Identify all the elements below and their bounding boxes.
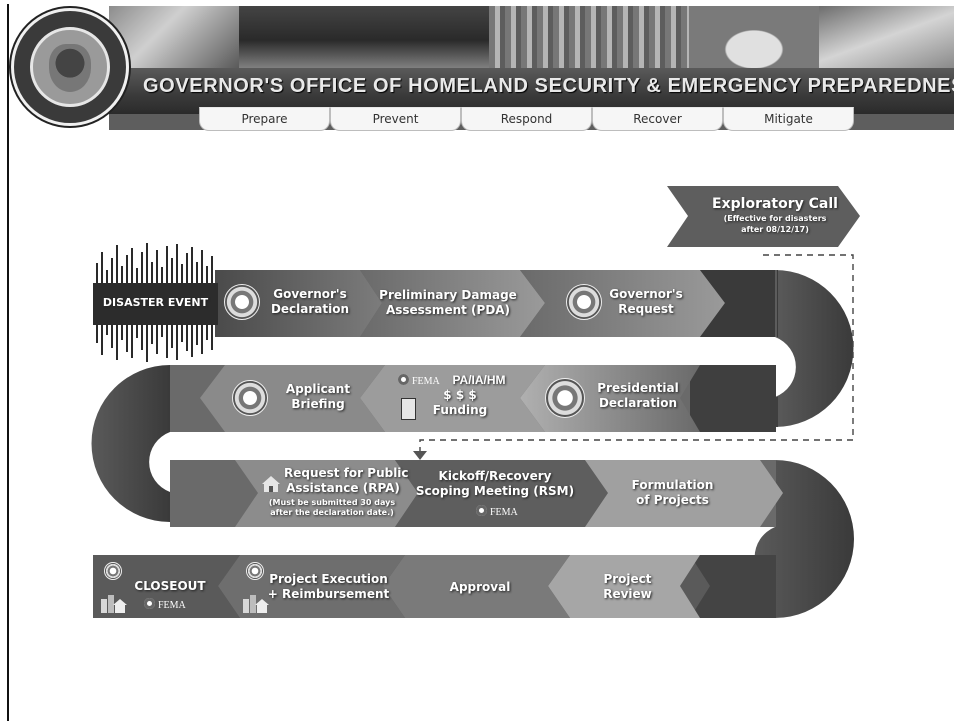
exploratory-call-note-2: after 08/12/17) — [741, 225, 809, 234]
tab-prevent[interactable]: Prevent — [330, 107, 461, 131]
exploratory-call-title: Exploratory Call — [712, 196, 838, 212]
closeout-label: CLOSEOUT — [134, 579, 206, 593]
fema-seal-icon — [476, 505, 487, 516]
grant-document-icon — [401, 398, 416, 420]
buildings-icon — [243, 595, 269, 613]
disaster-event-box — [93, 283, 218, 325]
funding-programs: PA/IA/HM — [452, 373, 506, 387]
approval-label: Approval — [449, 580, 511, 594]
row4-seg-closeout — [93, 555, 240, 618]
seal-inner-ring — [30, 27, 110, 107]
pelican-emblem-icon — [49, 44, 91, 92]
rsm-line1: Kickoff/Recovery — [438, 469, 552, 483]
pda-line2: Assessment (PDA) — [385, 303, 511, 317]
disaster-event-label: DISASTER EVENT — [102, 296, 209, 309]
house-icon — [262, 476, 280, 492]
row4-seg-project-review — [548, 555, 700, 618]
fema-label: FEMA — [158, 600, 186, 611]
project-execution-line1: Project Execution — [269, 572, 388, 586]
row4-seg-approval — [383, 555, 570, 618]
photo-strip — [109, 6, 954, 68]
photo-operations-center — [489, 6, 689, 68]
title-bar: GOVERNOR'S OFFICE OF HOMELAND SECURITY &… — [109, 68, 954, 114]
governors-declaration-line2: Declaration — [270, 302, 350, 316]
exploratory-dashed-path — [419, 254, 854, 452]
photo-superdome — [689, 6, 819, 68]
photo-refinery — [239, 6, 489, 68]
rsm-fema-badge: FEMA — [476, 505, 518, 518]
formulation-line2: of Projects — [636, 493, 709, 507]
rpa-line1: Request for Public — [284, 466, 409, 480]
rsm-line2: Scoping Meeting (RSM) — [415, 484, 575, 498]
row3-seg-rsm — [395, 460, 608, 527]
applicant-briefing-line1: Applicant — [285, 382, 351, 396]
bend-right-1 — [775, 270, 854, 427]
rpa-note-line1: (Must be submitted 30 days — [268, 498, 396, 507]
governor-seal-icon — [224, 284, 260, 320]
louisiana-seal-icon[interactable] — [11, 8, 129, 126]
fema-label: FEMA — [490, 507, 518, 518]
closeout-seal-icon — [104, 562, 122, 580]
pda-line1: Preliminary Damage — [379, 288, 517, 302]
row1-seg-pda — [360, 270, 545, 337]
governors-request-line2: Request — [618, 302, 674, 316]
row4-seg-end-right — [690, 555, 776, 618]
row1-seg-governors-request — [520, 270, 725, 337]
nav-tabs: Prepare Prevent Respond Recover Mitigate — [199, 107, 854, 131]
tab-prepare[interactable]: Prepare — [199, 107, 330, 131]
tab-respond[interactable]: Respond — [461, 107, 592, 131]
gohsep-seal-icon — [232, 380, 268, 416]
closeout-fema-badge: FEMA — [144, 598, 186, 611]
row1-seg-end — [700, 270, 775, 337]
row3-seg-rpa — [235, 460, 418, 527]
rpa-note-line2: after the declaration date.) — [270, 508, 394, 517]
left-border — [7, 4, 9, 721]
gohsep-seal-small-icon — [246, 562, 264, 580]
funding-label: Funding — [432, 403, 488, 417]
page-title: GOVERNOR'S OFFICE OF HOMELAND SECURITY &… — [143, 75, 954, 97]
governor-seal-request-icon — [566, 284, 602, 320]
fema-seal-icon — [144, 598, 155, 609]
fema-seal-icon — [398, 374, 409, 385]
presidential-declaration-line1: Presidential — [597, 381, 679, 395]
row1-seg-governors-declaration — [215, 270, 382, 337]
bend-left-1 — [91, 365, 170, 522]
presidential-seal-icon — [545, 378, 585, 418]
applicant-briefing-line2: Briefing — [291, 397, 345, 411]
project-review-line1: Project — [603, 572, 652, 586]
tab-recover[interactable]: Recover — [592, 107, 723, 131]
formulation-line1: Formulation — [631, 478, 714, 492]
project-execution-line2: + Reimbursement — [267, 587, 390, 601]
exploratory-call-note-1: (Effective for disasters — [723, 214, 827, 223]
photo-house — [819, 6, 954, 68]
tab-mitigate[interactable]: Mitigate — [723, 107, 854, 131]
presidential-declaration-line2: Declaration — [598, 396, 678, 410]
row3-seg-formulation — [585, 460, 783, 527]
bend-right-2 — [754, 460, 854, 618]
rpa-line2: Assistance (RPA) — [286, 481, 400, 495]
dashed-arrowhead-icon — [413, 451, 427, 460]
fema-label: FEMA — [412, 376, 440, 387]
exploratory-call-arrow — [667, 186, 860, 247]
row2-seg-end-right — [690, 365, 776, 432]
funding-fema-badge: FEMA — [398, 374, 440, 387]
project-review-line2: Review — [603, 587, 652, 601]
header-banner: GOVERNOR'S OFFICE OF HOMELAND SECURITY &… — [9, 6, 954, 131]
governors-request-line1: Governor's — [609, 287, 683, 301]
governors-declaration-line1: Governor's — [273, 287, 347, 301]
closeout-buildings-icon — [101, 595, 127, 613]
funding-dollars: $ $ $ — [443, 388, 477, 402]
photo-responders — [109, 6, 239, 68]
